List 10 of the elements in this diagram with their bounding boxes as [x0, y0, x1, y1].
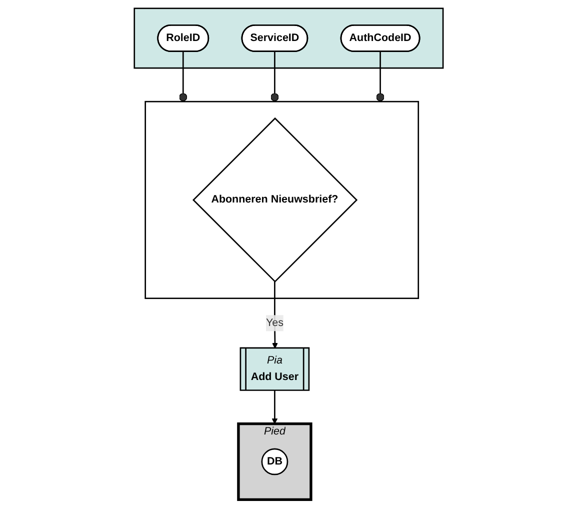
cluster [144, 100, 419, 300]
cluster [134, 8, 444, 69]
edge-label: Yes [266, 317, 284, 329]
arrow [272, 282, 278, 349]
connector [270, 51, 279, 102]
connector [178, 51, 187, 102]
node-diamond: Abonneren Nieuwsbrief? [192, 117, 358, 283]
connector [376, 51, 384, 102]
arrow [272, 390, 278, 424]
node-circle: DB [261, 448, 288, 476]
